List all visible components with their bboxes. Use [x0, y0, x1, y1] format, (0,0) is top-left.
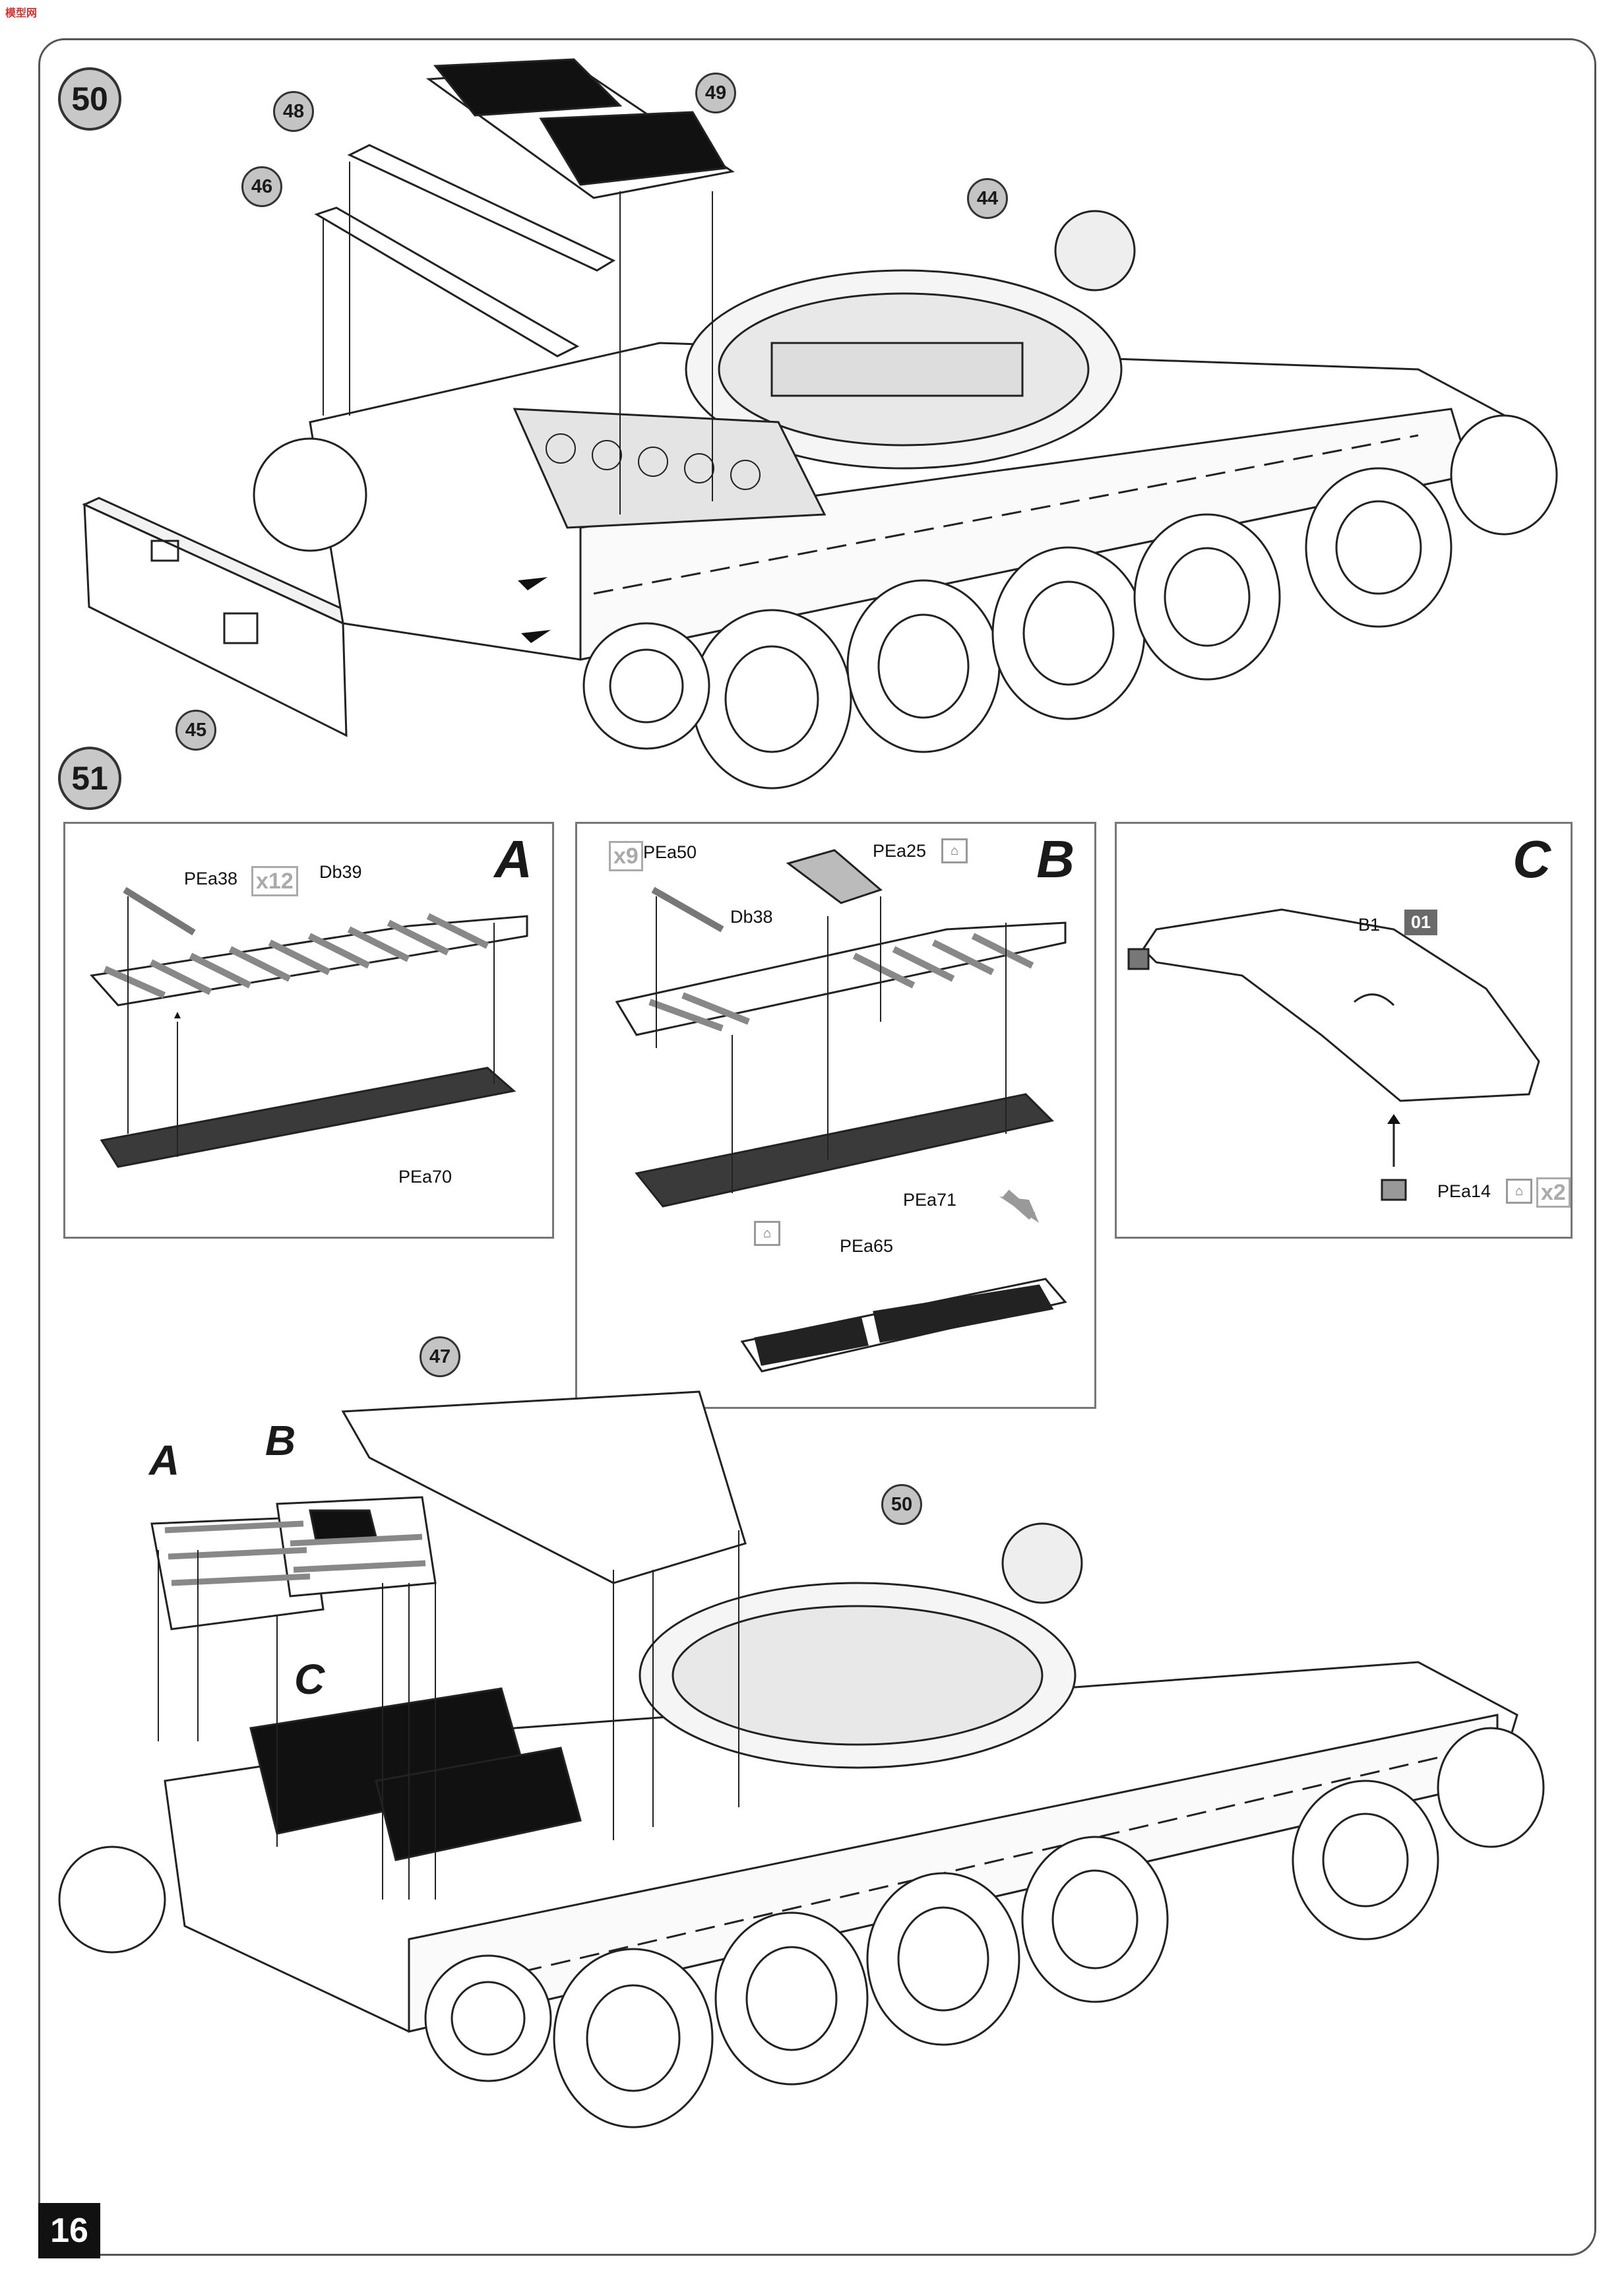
part-48-badge: 48: [273, 91, 314, 132]
photo-etch-icon: ⌂: [941, 838, 968, 863]
part-45-badge: 45: [175, 710, 216, 751]
sub-assembly-panel-a: A PEa38 x12 Db39 PEa70: [63, 822, 554, 1239]
label-pea25: PEa25: [873, 841, 927, 861]
photo-etch-icon: ⌂: [1506, 1179, 1532, 1204]
panel-b-drawing: [615, 849, 1067, 1373]
qty-x12: x12: [251, 866, 298, 896]
assembly-letter-c: C: [294, 1656, 325, 1703]
part-49-badge: 49: [695, 73, 736, 113]
label-pea70: PEa70: [398, 1167, 453, 1187]
label-db38: Db38: [730, 907, 773, 927]
corner-logo: 模型网: [5, 8, 38, 19]
panel-b-letter: B: [1036, 830, 1075, 888]
part-46-badge: 46: [241, 166, 282, 207]
sub-assembly-panel-b: B x9 PEa50 PEa25 ⌂ Db38 PEa71: [575, 822, 1096, 1409]
panel-a-drawing: [90, 886, 528, 1168]
panel-c-letter: C: [1513, 830, 1551, 888]
qty-x2: x2: [1536, 1177, 1571, 1208]
label-pea71: PEa71: [903, 1190, 957, 1210]
assembly-letter-b: B: [265, 1417, 296, 1464]
paint-chip-01: 01: [1404, 910, 1438, 935]
panel-a-letter: A: [494, 830, 532, 888]
label-pea14: PEa14: [1437, 1181, 1491, 1201]
label-pea38: PEa38: [184, 869, 238, 888]
part-44-badge: 44: [967, 178, 1008, 219]
label-b1: B1: [1358, 915, 1381, 935]
label-pea65: PEa65: [840, 1236, 894, 1256]
sub-assembly-panel-c: C B1 01 PEa14 ⌂ x2: [1115, 822, 1573, 1239]
part-47-badge: 47: [420, 1336, 460, 1377]
page-number: 16: [38, 2203, 100, 2258]
assembly-letter-a: A: [149, 1437, 180, 1484]
photo-etch-icon: ⌂: [754, 1221, 780, 1246]
label-db39: Db39: [319, 862, 362, 882]
qty-x9: x9: [609, 841, 643, 871]
label-pea50: PEa50: [643, 842, 697, 862]
panel-c-drawing: [1127, 908, 1540, 1201]
page-frame: [38, 38, 1596, 2256]
tank-hull-step50-drawing: [82, 58, 1558, 790]
part-50-badge: 50: [881, 1484, 922, 1525]
step-50-badge: 50: [58, 67, 121, 131]
step-51-badge: 51: [58, 747, 121, 810]
